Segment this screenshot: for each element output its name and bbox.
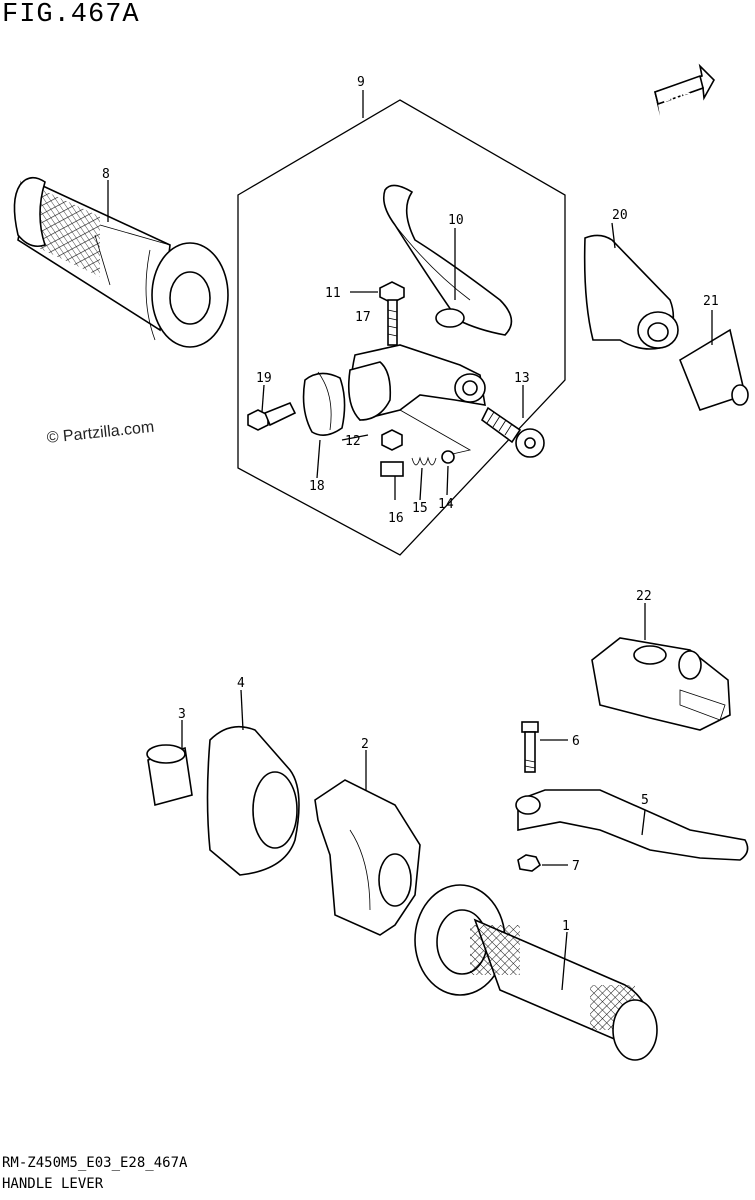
part-brake-lever-5 bbox=[515, 721, 749, 872]
callouts: 9 8 10 11 17 20 21 19 13 12 18 16 15 14 … bbox=[102, 75, 719, 991]
part-lever-cover-20 bbox=[583, 234, 679, 350]
part-clamp-18 bbox=[247, 371, 346, 436]
callout-7: 7 bbox=[572, 859, 580, 874]
part-adjuster-21 bbox=[679, 328, 749, 411]
part-bolt-11 bbox=[379, 281, 405, 346]
callout-20: 20 bbox=[612, 208, 628, 223]
part-clutch-lever bbox=[382, 184, 513, 336]
callout-10: 10 bbox=[448, 213, 464, 228]
callout-2: 2 bbox=[361, 737, 369, 752]
part-adjuster-13 bbox=[480, 406, 545, 458]
part-spring-set bbox=[380, 450, 455, 477]
callout-16: 16 bbox=[388, 511, 404, 526]
part-housing-4 bbox=[206, 725, 300, 876]
callout-19: 19 bbox=[256, 371, 272, 386]
callout-21: 21 bbox=[703, 294, 719, 309]
callout-5: 5 bbox=[641, 793, 649, 808]
callout-6: 6 bbox=[572, 734, 580, 749]
callout-9: 9 bbox=[357, 75, 365, 90]
callout-8: 8 bbox=[102, 167, 110, 182]
part-bracket-2 bbox=[314, 779, 421, 936]
callout-4: 4 bbox=[237, 676, 245, 691]
part-right-grip bbox=[414, 884, 658, 1061]
part-collar-3 bbox=[146, 744, 193, 807]
footer-name: HANDLE LEVER bbox=[2, 1176, 104, 1192]
callout-15: 15 bbox=[412, 501, 428, 516]
assembly-box bbox=[237, 99, 566, 556]
callout-1: 1 bbox=[562, 919, 570, 934]
callout-11: 11 bbox=[325, 286, 341, 301]
figure-title: FIG.467A bbox=[2, 0, 140, 30]
part-left-grip bbox=[13, 176, 229, 348]
callout-13: 13 bbox=[514, 371, 530, 386]
fwd-arrow-icon: FWD bbox=[654, 63, 715, 116]
footer-code: RM-Z450M5_E03_E28_467A bbox=[2, 1155, 188, 1171]
callout-17: 17 bbox=[355, 310, 371, 325]
callout-14: 14 bbox=[438, 497, 454, 512]
part-cover-22 bbox=[591, 637, 731, 731]
part-lever-holder bbox=[347, 344, 486, 456]
callout-22: 22 bbox=[636, 589, 652, 604]
callout-3: 3 bbox=[178, 707, 186, 722]
callout-12: 12 bbox=[345, 434, 361, 449]
callout-18: 18 bbox=[309, 479, 325, 494]
